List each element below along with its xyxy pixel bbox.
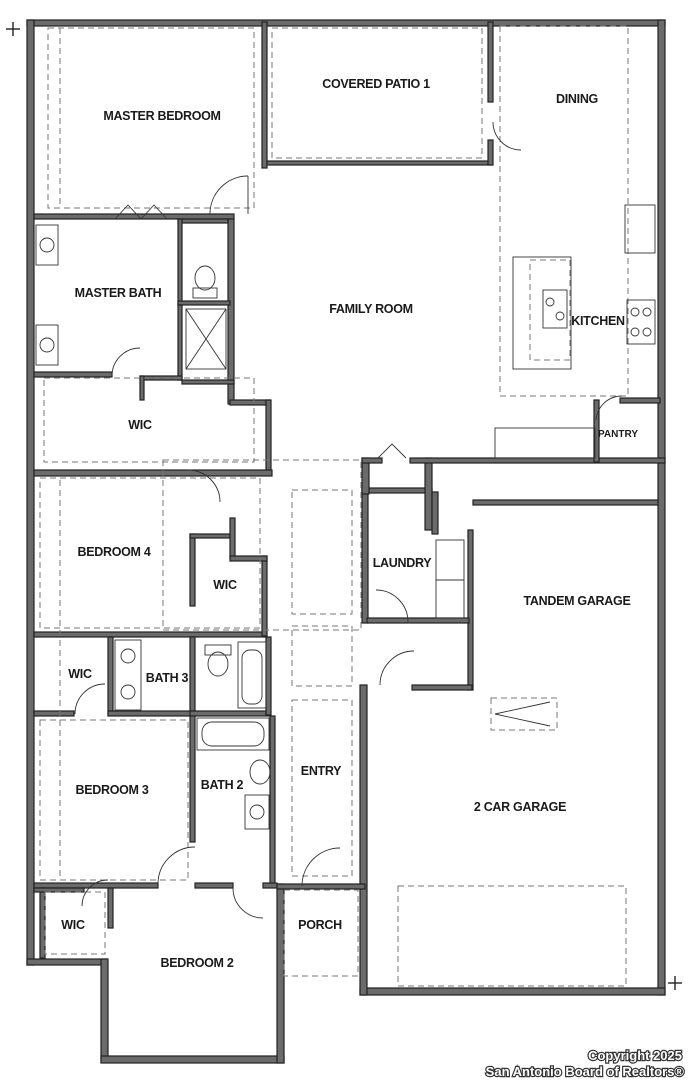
label-wic-bedroom2: WIC [61,918,85,932]
label-dining: DINING [556,92,598,106]
room-labels: MASTER BEDROOM COVERED PATIO 1 DINING MA… [61,77,638,970]
label-entry: ENTRY [301,764,342,778]
label-covered-patio: COVERED PATIO 1 [322,77,430,91]
label-pantry: PANTRY [598,429,638,440]
label-master-bath: MASTER BATH [75,286,162,300]
copyright-line-1: Copyright 2025 [588,1048,682,1063]
exterior-walls [26,19,666,1064]
label-two-car-garage: 2 CAR GARAGE [474,800,566,814]
label-bedroom2: BEDROOM 2 [160,956,233,970]
dashed-lines [39,25,629,987]
label-master-bedroom: MASTER BEDROOM [103,109,220,123]
label-bath3: BATH 3 [146,671,189,685]
label-bath2: BATH 2 [201,778,244,792]
doors [74,121,623,919]
label-tandem-garage: TANDEM GARAGE [524,594,631,608]
copyright-line-2: San Antonio Board of Realtors® [486,1064,685,1079]
label-bedroom4: BEDROOM 4 [77,545,150,559]
label-bedroom3: BEDROOM 3 [75,783,148,797]
interior-walls [33,21,666,959]
label-wic-bedroom4: WIC [213,578,237,592]
label-wic-master: WIC [128,418,152,432]
label-porch: PORCH [298,918,342,932]
label-family-room: FAMILY ROOM [329,302,413,316]
label-laundry: LAUNDRY [373,556,433,570]
copyright-watermark: Copyright 2025 San Antonio Board of Real… [484,1047,685,1080]
label-wic-bedroom3: WIC [68,667,92,681]
corner-marks [6,22,682,990]
fixtures [35,204,659,830]
label-kitchen: KITCHEN [571,314,625,328]
